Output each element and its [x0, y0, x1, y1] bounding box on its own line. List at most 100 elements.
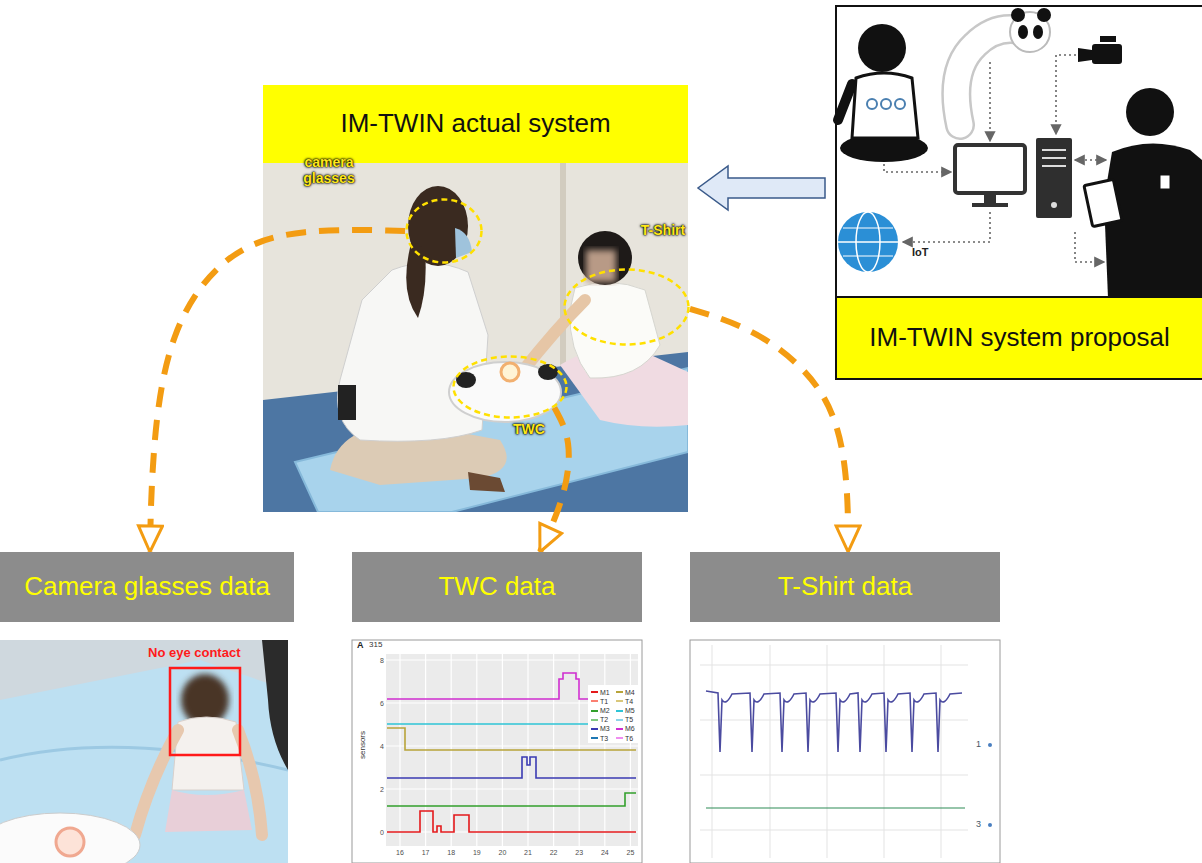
system-proposal-illustration-part	[1084, 179, 1122, 226]
callout-label: T-Shirt	[633, 222, 693, 238]
chart-id: 315	[369, 641, 382, 649]
t-shirt-callout: T-Shirt	[563, 268, 690, 346]
legend-swatch	[616, 710, 623, 712]
t-shirt-ecg-chart-part-part	[700, 830, 968, 831]
axis-tick: 23	[575, 849, 583, 856]
legend-swatch	[616, 691, 623, 693]
system-proposal-illustration-part	[1037, 8, 1051, 22]
axis-tick: 4	[380, 743, 384, 750]
channel-number: 3	[976, 820, 981, 829]
block-arrow	[698, 166, 825, 210]
t-shirt-ecg-chart-part-part	[700, 720, 968, 721]
system-proposal-illustration-part	[1011, 8, 1025, 22]
session-photo-part	[455, 228, 472, 258]
data-panel: Camera glasses data	[0, 552, 294, 863]
panel-title: IM-TWIN actual system	[340, 109, 610, 139]
dashed-ellipse	[407, 200, 482, 263]
session-photo-part	[338, 385, 356, 420]
axis-tick: 16	[396, 849, 404, 856]
legend-text: T5	[625, 716, 633, 723]
camera-glasses-frame-part	[135, 730, 178, 835]
t-shirt-ecg-chart-part	[988, 743, 992, 747]
legend-entry: M5	[616, 706, 635, 714]
twc-sensor-chart-part-part	[387, 793, 636, 806]
axis-tick: 24	[601, 849, 609, 856]
system-proposal-illustration-part	[1042, 165, 1066, 167]
legend-text: T1	[600, 698, 608, 705]
session-photo-part	[538, 364, 558, 380]
dashed-ellipse	[405, 198, 483, 264]
panel-title: Camera glasses data	[24, 572, 270, 602]
dashed-arrow	[150, 230, 405, 552]
twc-sensor-chart-part	[386, 654, 638, 846]
legend-entry: M6	[616, 725, 635, 733]
session-photo-part	[522, 300, 585, 372]
session-photo-part	[501, 363, 519, 381]
legend-entry: M3	[591, 725, 610, 733]
system-proposal-illustration	[836, 6, 1202, 298]
dashed-arrow	[690, 309, 848, 552]
panel-header: IM-TWIN system proposal	[837, 296, 1202, 378]
session-photo-part	[263, 163, 688, 512]
t-shirt-ecg-chart-part-part	[700, 775, 968, 776]
axis-tick: 2	[380, 786, 384, 793]
camera-glasses-callout: camera glasses	[405, 198, 483, 264]
system-proposal-illustration-part-part	[1075, 159, 1106, 161]
system-proposal-illustration-part	[838, 84, 852, 120]
system-proposal-illustration-part	[956, 29, 1020, 125]
chart-legend: M1T1M2T2M3T3M4T4M5T5M6T6	[588, 685, 640, 743]
system-proposal-illustration-part	[843, 227, 893, 228]
system-proposal-illustration-part	[843, 255, 893, 256]
panel-letter: A	[357, 641, 364, 650]
camera-glasses-frame-part	[262, 640, 288, 770]
system-proposal-illustration-part	[1160, 175, 1170, 189]
system-proposal-illustration-part-part	[903, 212, 990, 242]
system-proposal-illustration-part	[1092, 44, 1122, 64]
legend-swatch	[616, 728, 623, 730]
session-photo	[263, 163, 688, 512]
legend-entry: M2	[591, 706, 610, 714]
panel-title: IM-TWIN system proposal	[869, 323, 1170, 353]
t-shirt-ecg-chart-part-part	[884, 645, 885, 858]
system-proposal-illustration-part	[838, 212, 898, 272]
legend-text: M4	[625, 689, 635, 696]
legend-text: T4	[625, 698, 633, 705]
system-proposal-illustration-part	[895, 99, 905, 109]
system-proposal-illustration-part	[867, 99, 877, 109]
legend-swatch	[591, 710, 598, 712]
data-panel: T-Shirt data	[690, 552, 1000, 863]
system-proposal-illustration-part	[955, 145, 1025, 193]
axis-tick: 19	[473, 849, 481, 856]
twc-sensor-chart-part-part	[386, 788, 638, 789]
dashed-ellipse	[563, 268, 690, 346]
panel-title: T-Shirt data	[778, 572, 912, 602]
twc-sensor-chart-part-part	[387, 757, 636, 778]
panel-header: TWC data	[352, 552, 642, 622]
legend-swatch	[616, 719, 623, 721]
system-proposal-illustration-part	[1042, 157, 1066, 159]
t-shirt-ecg-chart-part-part	[827, 645, 828, 858]
t-shirt-ecg-chart-part	[706, 691, 962, 752]
axis-tick: 17	[422, 849, 430, 856]
session-photo-part	[449, 362, 561, 422]
legend-swatch	[616, 737, 623, 739]
system-photo-panel: IM-TWIN actual system camera glassesT-Shi…	[263, 85, 688, 512]
system-proposal-illustration-part	[972, 203, 1008, 207]
system-proposal-illustration-part-part	[884, 164, 951, 172]
system-proposal-illustration-part	[852, 73, 918, 138]
twc-callout: TWC	[452, 355, 568, 419]
dashed-ellipse	[454, 357, 567, 418]
system-proposal-illustration-part	[1126, 88, 1174, 136]
panel-header: Camera glasses data	[0, 552, 294, 622]
t-shirt-ecg-chart-part-part	[770, 645, 771, 858]
system-proposal-illustration-part	[838, 241, 898, 243]
axis-tick: 25	[626, 849, 634, 856]
camera-glasses-frame-part	[170, 668, 240, 755]
system-proposal-illustration-part-part	[1075, 232, 1104, 262]
axis-tick: 0	[380, 829, 384, 836]
panel-header: T-Shirt data	[690, 552, 1000, 622]
system-proposal-illustration-part	[858, 24, 906, 72]
axis-title: sensors	[359, 731, 367, 759]
detection-label: No eye contact	[148, 646, 240, 659]
channel-number: 1	[976, 740, 981, 749]
